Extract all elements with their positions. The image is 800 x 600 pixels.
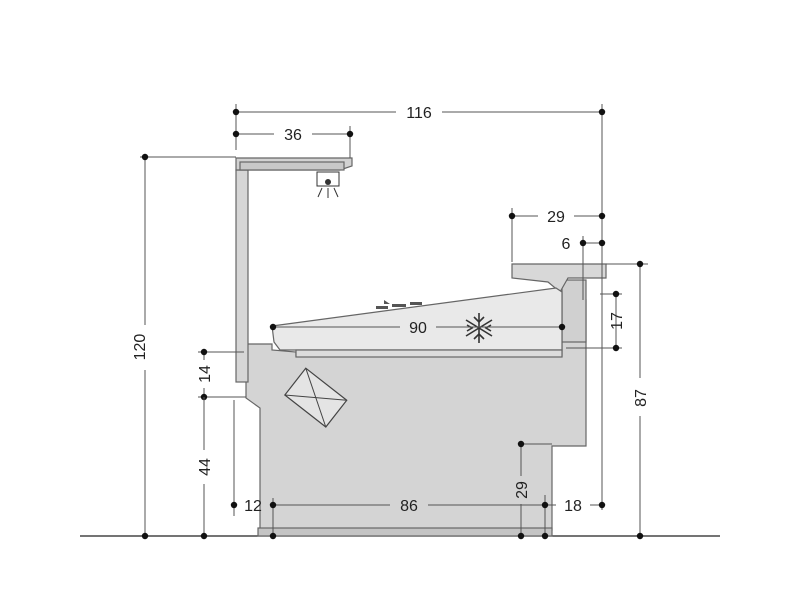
dim-overall-width: 116: [232, 104, 606, 510]
lamp-icon: [316, 171, 340, 198]
dim-front-panel-height: 14: [197, 348, 246, 401]
dim-front-panel-height-label: 14: [197, 365, 214, 383]
dim-total-height-label: 120: [132, 334, 149, 361]
dim-base-row: 12 86 18: [230, 400, 606, 540]
dim-rear-step-height: 29: [514, 440, 552, 540]
dim-shelf-depth-label: 29: [547, 209, 565, 226]
dim-shelf-offset-label: 6: [562, 236, 571, 253]
dim-display-height: 17: [566, 290, 626, 352]
dim-base-width-label: 86: [400, 498, 418, 515]
dim-rear-offset-label: 18: [564, 498, 582, 515]
evaporator-box: [283, 367, 348, 428]
dim-total-height: 120: [132, 153, 236, 540]
snowflake-icon: [465, 313, 493, 343]
dim-display-depth: 90: [269, 320, 566, 337]
dim-canopy-depth: 36: [232, 126, 354, 158]
dim-shelf-depth: 29: [508, 208, 606, 262]
dim-overall-width-label: 116: [406, 105, 432, 122]
display-product-marks: [376, 300, 422, 309]
dim-base-clearance: 44: [197, 397, 214, 540]
dim-front-offset-label: 12: [244, 498, 262, 515]
dim-base-clearance-label: 44: [197, 458, 214, 476]
dim-display-depth-label: 90: [409, 320, 427, 337]
dim-canopy-depth-label: 36: [284, 127, 302, 144]
dim-counter-height-label: 87: [633, 389, 650, 407]
dim-counter-height: 87: [606, 260, 650, 540]
dim-display-height-label: 17: [609, 312, 626, 330]
dim-rear-step-height-label: 29: [514, 481, 531, 499]
dim-shelf-offset: 6: [562, 236, 606, 300]
